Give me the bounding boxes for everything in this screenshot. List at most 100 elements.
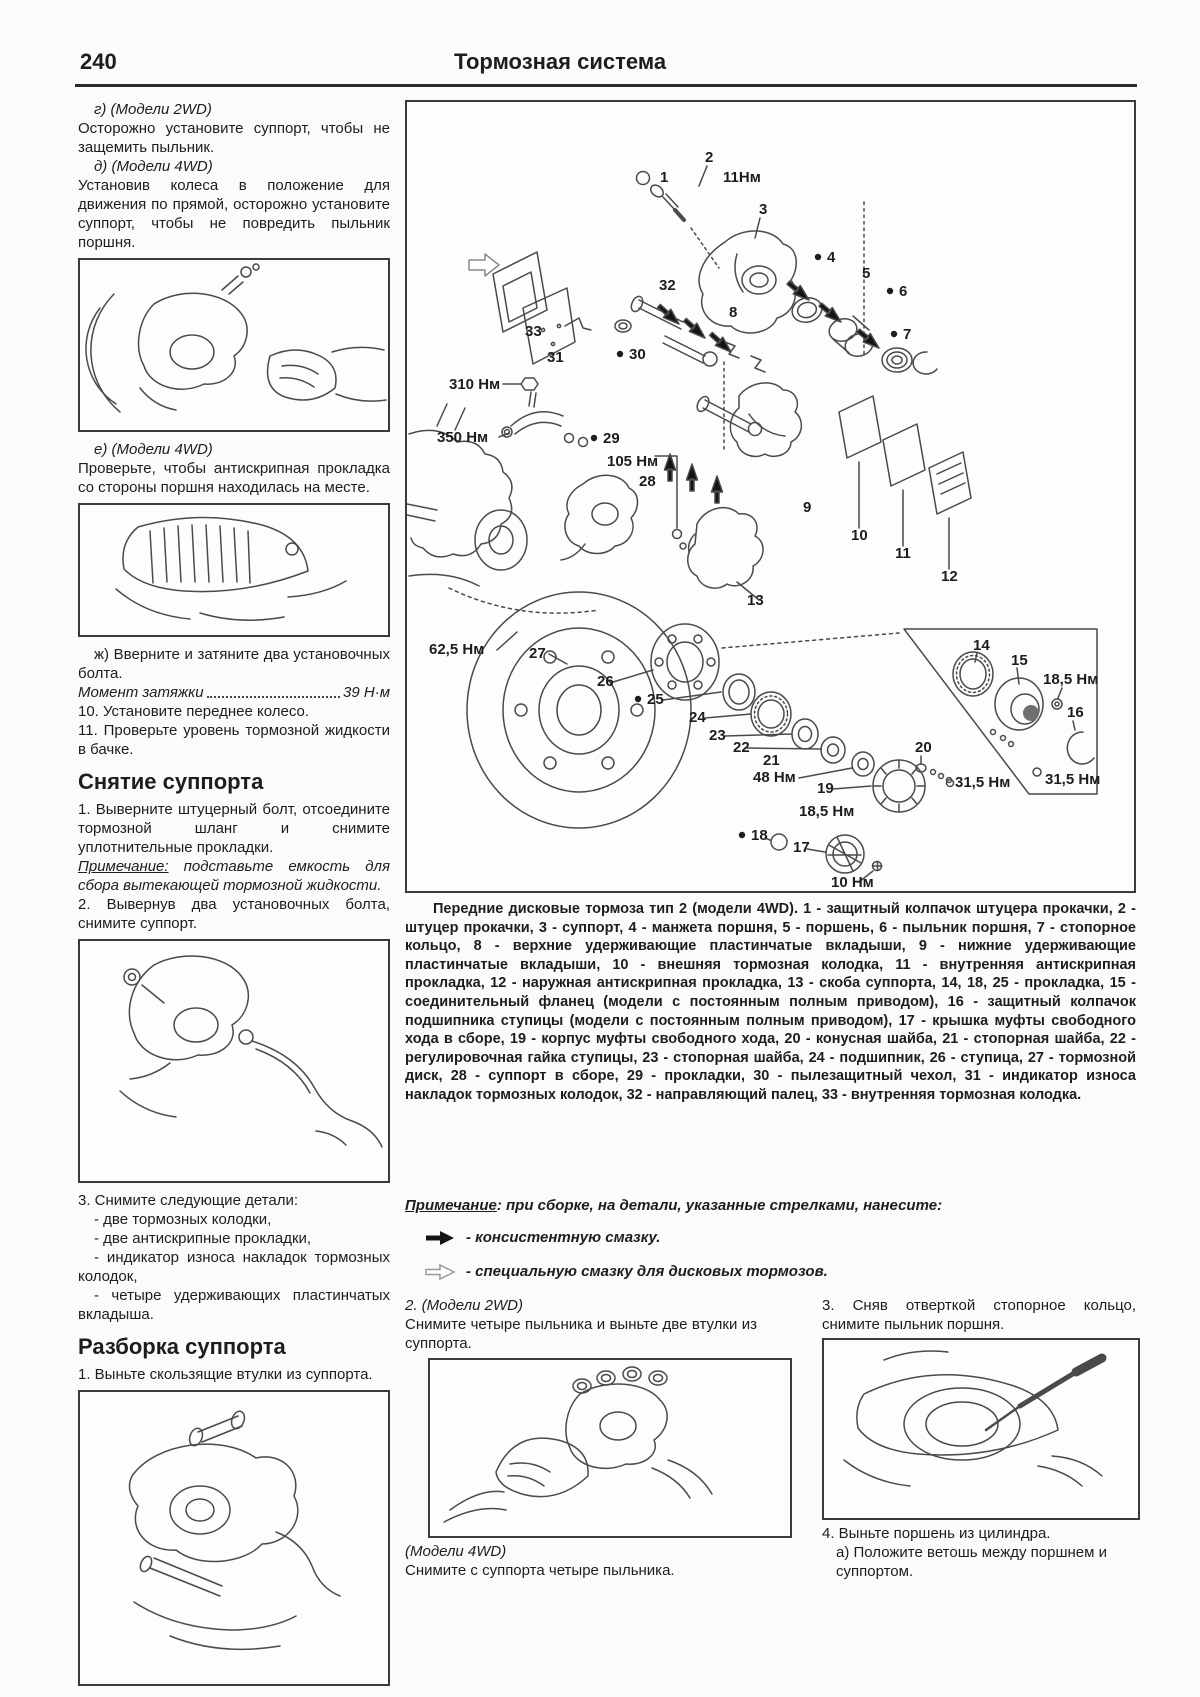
shim-check-drawing <box>115 516 347 621</box>
part-label: 16 <box>1067 704 1084 721</box>
part-label: 7 <box>903 326 911 343</box>
part-label: 31,5 Нм <box>1045 771 1100 788</box>
part-label: 4 <box>827 249 836 266</box>
legend-grease: - консистентную смазку. <box>424 1228 1124 1247</box>
part-label: 62,5 Нм <box>429 641 484 658</box>
part-label: 11Нм <box>723 169 761 186</box>
bottom-left-caption: (Модели 4WD) Снимите с суппорта четыре п… <box>405 1542 765 1580</box>
bottom-left-text: 2. (Модели 2WD) Снимите четыре пыльника … <box>405 1296 757 1353</box>
part-label: 26 <box>597 673 614 690</box>
part-label: 23 <box>709 727 726 744</box>
page-number: 240 <box>80 49 117 74</box>
illustration-sliding-bushings <box>78 1390 390 1686</box>
step2-text: Снимите четыре пыльника и выньте две вту… <box>405 1316 757 1352</box>
screwdriver-drawing <box>843 1350 1107 1487</box>
left-column: г) (Модели 2WD) Осторожно установите суп… <box>78 100 390 1694</box>
part-label: 17 <box>793 839 810 856</box>
part-label: 105 Нм <box>607 453 658 470</box>
caliper-install-drawing <box>85 263 387 413</box>
removal-step3: 3. Снимите следующие детали: <box>78 1192 299 1209</box>
step3-text: 3. Сняв отверткой стопорное кольцо, сним… <box>822 1297 1136 1333</box>
bottom-right-steps: 4. Выньте поршень из цилиндра. а) Положи… <box>822 1524 1136 1581</box>
illustration-remove-caliper <box>78 939 390 1183</box>
part-label: 19 <box>817 780 834 797</box>
disassembly-heading: Разборка суппорта <box>78 1334 286 1359</box>
part-label: 20 <box>915 739 932 756</box>
page-title: Тормозная система <box>453 49 667 74</box>
part-label: 9 <box>803 499 811 516</box>
part-label: 29 <box>603 430 620 447</box>
diagram-line-art <box>406 165 1098 883</box>
grease-dot <box>590 434 598 442</box>
torque-value: 39 Н·м <box>343 684 390 701</box>
part-label: 12 <box>941 568 958 585</box>
legend-disc-grease-text: - специальную смазку для дисковых тормоз… <box>466 1263 828 1280</box>
legend-grease-text: - консистентную смазку. <box>466 1229 661 1246</box>
torque-label: Момент затяжки <box>78 684 204 701</box>
bushings-drawing <box>128 1410 341 1651</box>
removal-step1: 1. Выверните штуцерный болт, отсоедините… <box>78 801 390 856</box>
step-d-text: Установив колеса в положение для движени… <box>78 177 390 251</box>
grease-dot <box>814 253 822 261</box>
removal-note: Примечание: подставьте емкость для сбора… <box>78 857 390 895</box>
grease-dot <box>738 831 746 839</box>
grease-dot <box>886 287 894 295</box>
step-11-text: 11. Проверьте уровень тормозной жидкости… <box>78 722 390 758</box>
part-label: 28 <box>639 473 656 490</box>
part-label: 13 <box>747 592 764 609</box>
illustration-remove-piston-boot <box>822 1338 1140 1520</box>
diagram-caption: Передние дисковые тормоза тип 2 (модели … <box>405 900 1136 1105</box>
caption-4wd-label: (Модели 4WD) <box>405 1543 507 1560</box>
assembly-note: Примечание: при сборке, на детали, указа… <box>405 1196 1136 1215</box>
illustration-four-boots <box>428 1358 792 1538</box>
caption-4wd-text: Снимите с суппорта четыре пыльника. <box>405 1562 675 1579</box>
grease-dot <box>634 695 642 703</box>
part-label: 6 <box>899 283 907 300</box>
step4-text: 4. Выньте поршень из цилиндра. <box>822 1525 1051 1542</box>
step-e-label: е) (Модели 4WD) <box>94 441 213 458</box>
removal-item: - две тормозных колодки, <box>94 1211 272 1228</box>
part-label: 10 Нм <box>831 874 874 891</box>
removal-item: - индикатор износа накладок тормозных ко… <box>78 1249 390 1285</box>
part-label: 10 <box>851 527 868 544</box>
note-text: подставьте емкость для сбора вытекающей … <box>78 858 390 894</box>
part-label: 3 <box>759 201 767 218</box>
step-e-text: Проверьте, чтобы антискрипная прокладка … <box>78 460 390 496</box>
part-label: 33 <box>525 323 542 340</box>
part-label: 32 <box>659 277 676 294</box>
step-g-label: г) (Модели 2WD) <box>94 101 212 118</box>
removal-heading: Снятие суппорта <box>78 769 264 794</box>
caliper-hose-drawing <box>119 955 383 1148</box>
part-label: 18,5 Нм <box>1043 671 1098 688</box>
part-label: 5 <box>862 265 870 282</box>
part-label: 25 <box>647 691 664 708</box>
step-10-text: 10. Установите переднее колесо. <box>78 703 309 720</box>
part-label: 30 <box>629 346 646 363</box>
part-label: 8 <box>729 304 737 321</box>
header-rule <box>75 84 1137 87</box>
torque-spec-line: Момент затяжки 39 Н·м <box>78 683 390 702</box>
part-label: 18,5 Нм <box>799 803 854 820</box>
part-label: 2 <box>705 149 713 166</box>
diagram-caption-text: Передние дисковые тормоза тип 2 (модели … <box>405 901 1136 1103</box>
part-label: 18 <box>751 827 768 844</box>
removal-item: - две антискрипные прокладки, <box>94 1230 312 1247</box>
dot-leader <box>206 696 341 698</box>
part-label: 21 <box>763 752 780 769</box>
removal-item: - четыре удерживающих пластинчатых вклад… <box>78 1287 390 1323</box>
step-g-text: Осторожно установите суппорт, чтобы не з… <box>78 120 390 156</box>
part-label: 24 <box>689 709 706 726</box>
part-label: 11 <box>895 545 911 562</box>
step-d-label: д) (Модели 4WD) <box>94 158 213 175</box>
grease-dot <box>616 350 624 358</box>
illustration-check-shim-4wd <box>78 503 390 637</box>
part-label: 14 <box>973 637 990 654</box>
part-label: 350 Нм <box>437 429 488 446</box>
grease-dot <box>890 330 898 338</box>
solid-arrow-icon <box>426 1230 454 1245</box>
note-label: Примечание: <box>78 858 169 875</box>
part-label: 31,5 Нм <box>955 774 1010 791</box>
